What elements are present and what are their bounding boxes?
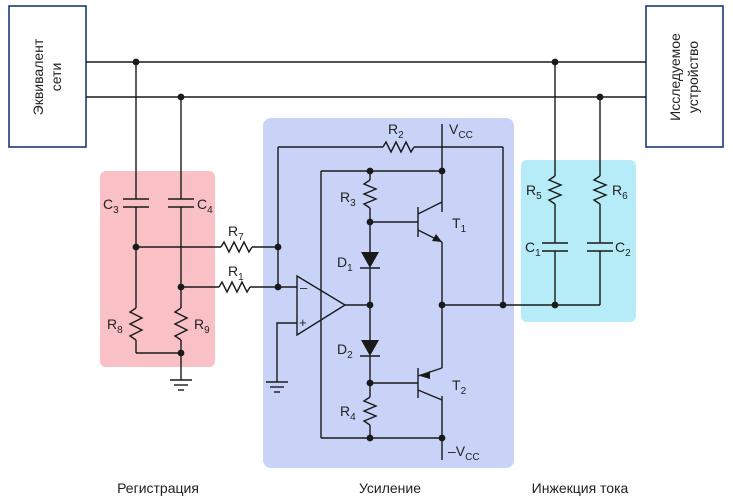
r1-resistor: [218, 280, 251, 294]
component-labels: C3 C4 R7 R1 R8 R9 R2 VCC R3 T1 D1 D2 T2 …: [103, 121, 631, 463]
t2-emitter-arrow: [420, 371, 430, 379]
label-c1: C1: [525, 239, 541, 259]
network-equivalent-box: [8, 5, 87, 148]
r3-resistor: [362, 179, 378, 209]
label-r3: R3: [340, 189, 356, 209]
label-r8: R8: [107, 316, 123, 336]
amplification-circuit: – +: [266, 124, 600, 460]
r9-resistor: [173, 307, 189, 341]
label-t2: T2: [452, 377, 467, 397]
r6-resistor: [592, 175, 608, 205]
label-d1: D1: [337, 254, 353, 274]
opamp-minus: –: [300, 280, 308, 295]
caption-amplification: Усиление: [359, 480, 421, 496]
label-r4: R4: [340, 403, 356, 423]
label-r1: R1: [228, 263, 244, 283]
r5-resistor: [547, 175, 563, 205]
label-d2: D2: [337, 341, 353, 361]
amplification-region: [263, 118, 514, 468]
r4-resistor: [362, 396, 378, 426]
caption-registration: Регистрация: [117, 480, 199, 496]
label-c3: C3: [103, 196, 119, 216]
label-r6: R6: [612, 182, 628, 202]
network-equivalent-line2: сети: [48, 63, 64, 92]
caption-injection: Инжекция тока: [532, 480, 629, 496]
label-c4: C4: [197, 196, 213, 216]
label-c2: C2: [615, 239, 631, 259]
r2-resistor: [382, 140, 415, 154]
d2-diode: [361, 340, 379, 356]
label-r9: R9: [194, 316, 210, 336]
r8-resistor: [128, 307, 144, 341]
registration-circuit: [123, 58, 297, 391]
bus-lines: [86, 61, 646, 98]
device-under-test-line1: Исследуемое: [667, 33, 683, 121]
injection-circuit: [542, 58, 613, 309]
ground-symbol-amp: [266, 381, 288, 393]
label-t1: T1: [452, 215, 467, 235]
t1-emitter-arrow: [432, 234, 442, 242]
device-under-test-line2: устройство: [685, 41, 701, 113]
opamp-plus: +: [299, 315, 307, 330]
label-r5: R5: [526, 182, 542, 202]
label-r7: R7: [228, 223, 244, 243]
label-vcc-pos: VCC: [449, 121, 473, 141]
label-r2: R2: [388, 121, 404, 141]
label-vcc-neg: –VCC: [448, 443, 480, 463]
network-equivalent-line1: Эквивалент: [30, 38, 46, 115]
ground-symbol-reg: [170, 379, 192, 391]
r7-resistor: [220, 240, 253, 254]
device-under-test-box: [645, 5, 724, 148]
d1-diode: [361, 252, 379, 268]
